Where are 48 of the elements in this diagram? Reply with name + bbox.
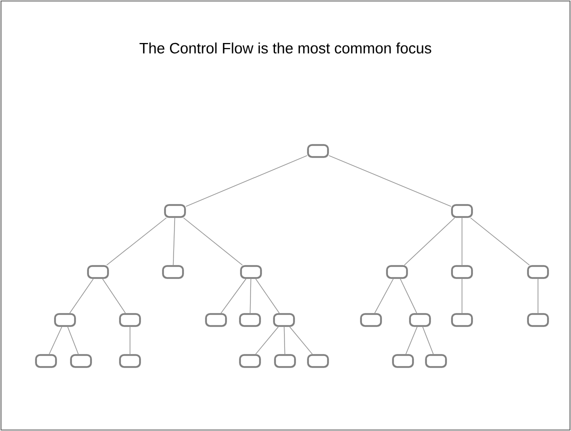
tree-node [239,313,261,327]
tree-node [386,265,408,279]
tree-node [239,354,261,368]
tree-node [162,265,184,279]
connector-line [106,218,167,266]
tree-node [119,313,141,327]
tree-node [425,354,447,368]
connector-line [255,326,279,354]
tree-node [307,354,329,368]
tree-node [54,313,76,327]
tree-node [87,265,109,279]
connector-line [69,278,94,314]
connector-line [172,218,176,266]
connector-line [250,278,252,314]
connector-line [67,326,79,354]
connector-line [374,278,394,314]
tree-node [451,265,473,279]
connector-line [220,278,246,314]
tree-node [205,313,227,327]
tree-node [392,354,414,368]
connector-line [48,326,62,354]
tree-node [360,313,382,327]
tree-node [70,354,92,368]
tree-node [35,354,57,368]
connector-line [404,218,455,266]
connector-line [400,278,418,314]
tree-node [240,265,262,279]
tree-node [527,265,549,279]
connector-line [289,326,313,354]
connector-line [255,278,280,314]
tree-node [451,204,473,218]
connector-line [406,326,418,354]
connector-line [183,218,243,266]
tree-node [274,354,296,368]
connector-line [422,326,434,354]
connector-line [102,278,126,314]
tree-node [119,354,141,368]
tree-node [307,144,329,158]
title: The Control Flow is the most common focus [140,42,432,54]
tree-node [409,313,431,327]
tree-node [164,204,186,218]
tree-node [527,313,549,327]
connector-line [284,326,286,354]
tree-node [273,313,295,327]
connector-line [470,218,530,266]
tree-node [451,313,473,327]
connector-line [186,155,308,207]
connector-line [328,155,452,207]
